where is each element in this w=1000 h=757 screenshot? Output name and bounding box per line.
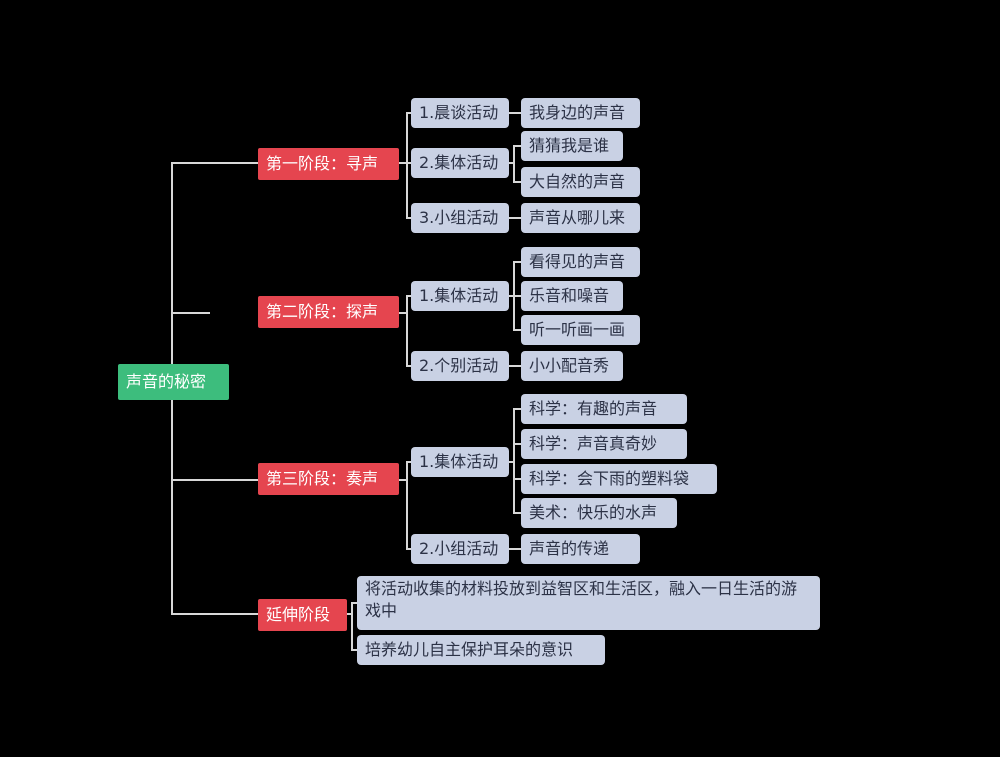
leaf-node: 猜猜我是谁 (521, 131, 623, 161)
root-node: 声音的秘密 (118, 364, 229, 400)
stage-node-1: 第一阶段：寻声 (258, 148, 399, 180)
leaf-node: 声音从哪儿来 (521, 203, 640, 233)
stage-node-3: 第三阶段：奏声 (258, 463, 399, 495)
leaf-node: 乐音和噪音 (521, 281, 623, 311)
leaf-node: 小小配音秀 (521, 351, 623, 381)
activity-node: 2.集体活动 (411, 148, 509, 178)
activity-node: 2.个别活动 (411, 351, 509, 381)
leaf-node: 将活动收集的材料投放到益智区和生活区，融入一日生活的游戏中 (357, 576, 820, 630)
leaf-node: 科学：有趣的声音 (521, 394, 687, 424)
leaf-node: 培养幼儿自主保护耳朵的意识 (357, 635, 605, 665)
stage-node-4: 延伸阶段 (258, 599, 347, 631)
leaf-node: 科学：声音真奇妙 (521, 429, 687, 459)
leaf-node: 声音的传递 (521, 534, 640, 564)
leaf-node: 听一听画一画 (521, 315, 640, 345)
leaf-node: 美术：快乐的水声 (521, 498, 677, 528)
leaf-node: 科学：会下雨的塑料袋 (521, 464, 717, 494)
leaf-node: 大自然的声音 (521, 167, 640, 197)
leaf-node: 我身边的声音 (521, 98, 640, 128)
activity-node: 1.晨谈活动 (411, 98, 509, 128)
activity-node: 1.集体活动 (411, 447, 509, 477)
activity-node: 3.小组活动 (411, 203, 509, 233)
activity-node: 2.小组活动 (411, 534, 509, 564)
activity-node: 1.集体活动 (411, 281, 509, 311)
leaf-node: 看得见的声音 (521, 247, 640, 277)
stage-node-2: 第二阶段：探声 (258, 296, 399, 328)
